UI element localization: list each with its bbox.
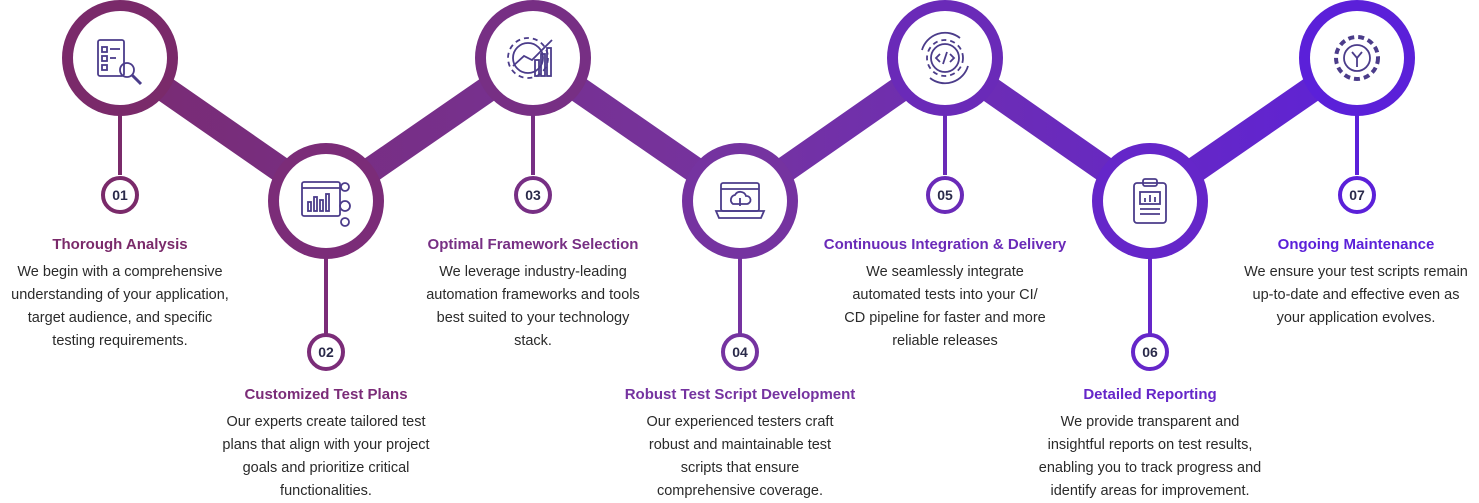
gear-chart-icon	[507, 37, 553, 79]
step-06-line: enabling you to track progress and	[1038, 460, 1262, 476]
step-07-title: Ongoing Maintenance	[1277, 236, 1435, 253]
step-07-line: up-to-date and effective even as	[1252, 287, 1460, 303]
step-04-title: Robust Test Script Development	[624, 386, 856, 403]
step-01-line: testing requirements.	[52, 333, 188, 349]
step-06-line: identify areas for improvement.	[1050, 483, 1250, 499]
step-02-line: plans that align with your project	[222, 437, 430, 453]
laptop-cloud-icon	[714, 182, 766, 219]
step-07-text: Ongoing Maintenance We ensure your test …	[1234, 236, 1478, 330]
badge-07: 07	[1338, 176, 1376, 214]
step-02-description: Our experts create tailored test plans t…	[206, 411, 446, 503]
step-07-line: your application evolves.	[1276, 310, 1436, 326]
badge-07-number: 07	[1349, 187, 1365, 203]
badge-06-number: 06	[1142, 344, 1158, 360]
node-03	[475, 0, 591, 116]
step-04-description: Our experienced testers craft robust and…	[610, 411, 870, 503]
step-01-line: target audience, and specific	[27, 310, 213, 326]
step-06-description: We provide transparent and insightful re…	[1020, 411, 1280, 503]
badge-01-number: 01	[112, 187, 128, 203]
step-01-text: Thorough Analysis We begin with a compre…	[0, 236, 240, 353]
step-02-line: goals and prioritize critical	[242, 460, 410, 476]
step-03-line: automation frameworks and tools	[426, 287, 640, 303]
step-04-line: robust and maintainable test	[648, 437, 832, 453]
step-05-title: Continuous Integration & Delivery	[823, 236, 1067, 253]
step-03-line: best suited to your technology	[436, 310, 630, 326]
node-07	[1299, 0, 1415, 116]
badge-05-number: 05	[937, 187, 953, 203]
node-05	[887, 0, 1003, 116]
node-01	[62, 0, 178, 116]
step-03-line: stack.	[514, 333, 552, 349]
node-04	[682, 143, 798, 259]
badge-03-number: 03	[525, 187, 541, 203]
step-03-line: We leverage industry-leading	[439, 264, 627, 280]
badge-04-number: 04	[732, 344, 748, 360]
step-07-description: We ensure your test scripts remain up-to…	[1234, 261, 1478, 330]
node-06	[1092, 143, 1208, 259]
document-search-icon	[97, 39, 143, 86]
step-06-text: Detailed Reporting We provide transparen…	[1020, 386, 1280, 503]
step-07-line: We ensure your test scripts remain	[1244, 264, 1468, 280]
step-05-line: We seamlessly integrate	[866, 264, 1024, 280]
node-02	[268, 143, 384, 259]
step-05-line: reliable releases	[892, 333, 998, 349]
gear-wrench-icon	[1334, 35, 1380, 81]
step-04-line: comprehensive coverage.	[656, 483, 824, 499]
step-06-title: Detailed Reporting	[1083, 386, 1217, 403]
step-03-text: Optimal Framework Selection We leverage …	[413, 236, 653, 353]
code-gear-cycle-icon	[921, 31, 969, 85]
step-06-line: insightful reports on test results,	[1047, 437, 1253, 453]
clipboard-report-icon	[1133, 178, 1167, 224]
step-01-description: We begin with a comprehensive understand…	[0, 261, 240, 353]
step-01-title: Thorough Analysis	[52, 236, 188, 253]
dashboard-settings-icon	[301, 181, 351, 227]
step-02-text: Customized Test Plans Our experts create…	[206, 386, 446, 503]
step-01-line: understanding of your application,	[11, 287, 229, 303]
step-01-line: We begin with a comprehensive	[17, 264, 223, 280]
badge-02-number: 02	[318, 344, 334, 360]
step-03-title: Optimal Framework Selection	[427, 236, 639, 253]
step-05-line: CD pipeline for faster and more	[844, 310, 1046, 326]
step-04-line: Our experienced testers craft	[646, 414, 834, 430]
badge-05: 05	[926, 176, 964, 214]
step-02-line: Our experts create tailored test	[226, 414, 426, 430]
step-06-line: We provide transparent and	[1060, 414, 1240, 430]
step-02-title: Customized Test Plans	[244, 386, 408, 403]
badge-01: 01	[101, 176, 139, 214]
step-04-text: Robust Test Script Development Our exper…	[610, 386, 870, 503]
step-03-description: We leverage industry-leading automation …	[413, 261, 653, 353]
step-05-description: We seamlessly integrate automated tests …	[815, 261, 1075, 353]
step-04-line: scripts that ensure	[680, 460, 800, 476]
step-05-line: automated tests into your CI/	[852, 287, 1038, 303]
badge-03: 03	[514, 176, 552, 214]
badge-02: 02	[307, 333, 345, 371]
badge-06: 06	[1131, 333, 1169, 371]
badge-04: 04	[721, 333, 759, 371]
step-02-line: functionalities.	[280, 483, 372, 499]
step-05-text: Continuous Integration & Delivery We sea…	[815, 236, 1075, 353]
